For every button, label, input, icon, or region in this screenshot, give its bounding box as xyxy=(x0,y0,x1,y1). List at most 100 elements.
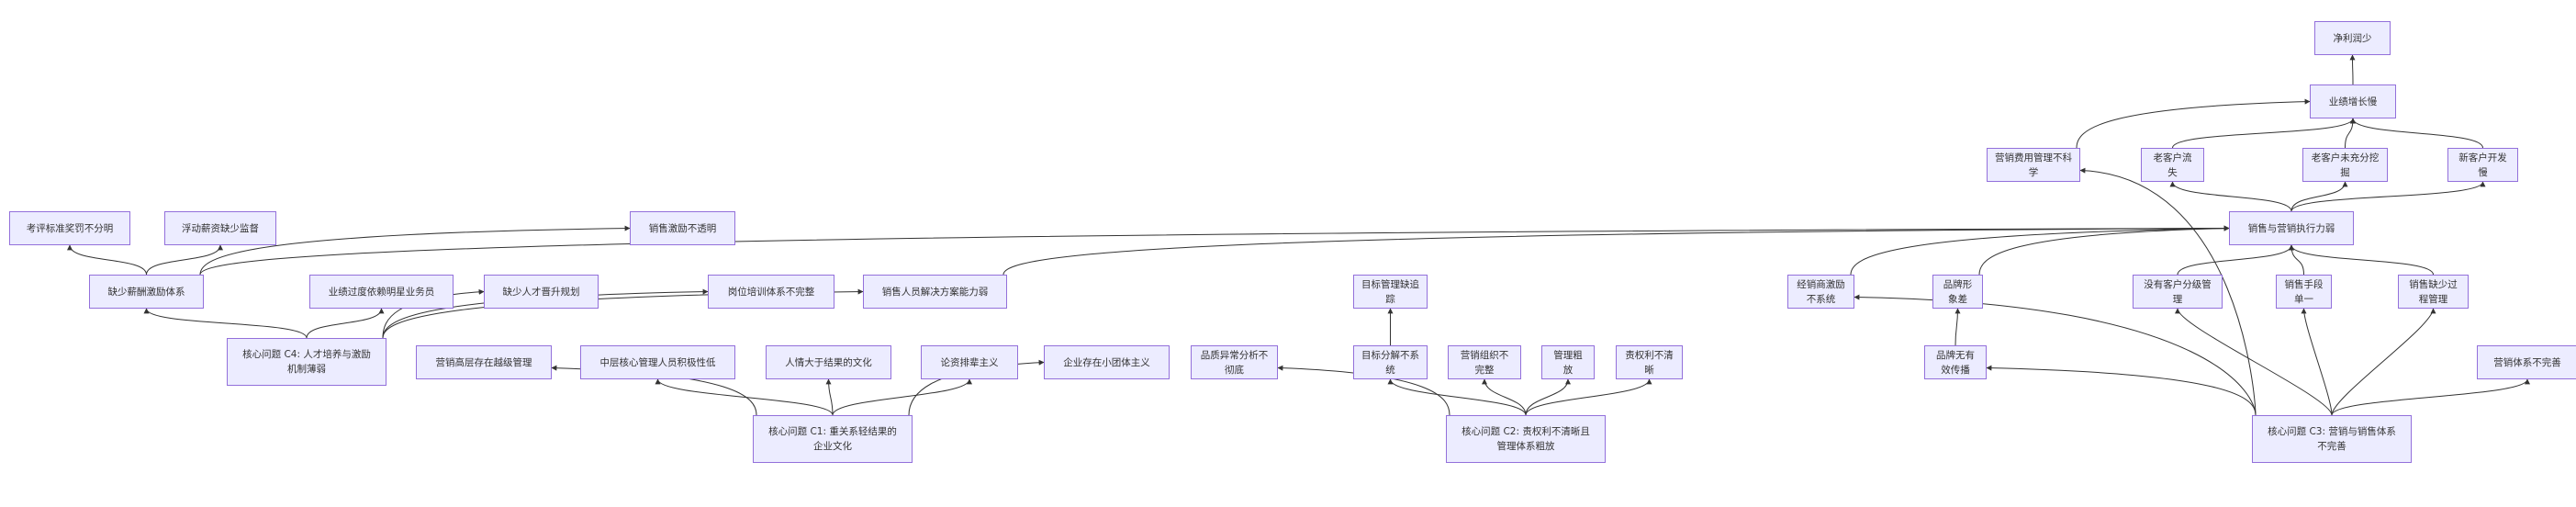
node-label: 中层核心管理人员积极性低 xyxy=(599,356,716,368)
node-label: 论资排辈主义 xyxy=(940,356,999,368)
node-rights-unclear: 责权利不清晰 xyxy=(1616,345,1683,379)
node-label: 人情大于结果的文化 xyxy=(785,356,872,368)
node-no-pay-system: 缺少薪酬激励体系 xyxy=(89,275,204,309)
edge-single-to-exec xyxy=(2289,244,2304,276)
edge-nopay-to-salesinc xyxy=(199,225,631,276)
edge-exec-to-oldlost xyxy=(2169,181,2292,212)
node-core-issue-c1: 核心问题 C1: 重关系轻结果的企业文化 xyxy=(753,415,913,463)
node-core-issue-c2: 核心问题 C2: 责权利不清晰且管理体系粗放 xyxy=(1446,415,1606,463)
edge-c4-to-solution xyxy=(382,288,864,339)
node-label: 品质异常分析不彻底 xyxy=(1200,349,1269,376)
edge-c4-to-star xyxy=(306,308,385,339)
node-growth-slow: 业绩增长慢 xyxy=(2310,84,2396,118)
node-label: 营销组织不完整 xyxy=(1460,349,1509,376)
edge-dealer-to-exec xyxy=(1850,225,2230,276)
node-label: 净利润少 xyxy=(2333,32,2372,44)
node-process-management: 销售缺少过程管理 xyxy=(2398,275,2469,309)
edge-process-to-exec xyxy=(2289,244,2434,276)
node-label: 核心问题 C4: 人才培养与激励机制薄弱 xyxy=(242,349,371,375)
node-brand-image: 品牌形象差 xyxy=(1932,275,1983,309)
node-label: 考评标准奖罚不分明 xyxy=(26,222,114,234)
edge-c3-to-dealer xyxy=(1854,294,2257,416)
edge-oldlost-to-growth xyxy=(2172,118,2356,149)
node-label: 业绩过度依赖明星业务员 xyxy=(328,286,435,298)
edge-c1-to-midmgr xyxy=(655,378,834,416)
node-sales-incentive: 销售激励不透明 xyxy=(630,211,735,245)
edge-c2-to-rough xyxy=(1525,378,1571,416)
edge-exec-to-oldmine xyxy=(2290,181,2348,212)
node-rough-management: 管理粗放 xyxy=(1541,345,1595,379)
node-favor-culture: 人情大于结果的文化 xyxy=(766,345,891,379)
edge-nopay-to-kpi xyxy=(67,244,147,276)
node-label: 目标管理缺追踪 xyxy=(1361,278,1419,305)
node-label: 目标分解不系统 xyxy=(1361,349,1419,376)
node-label: 责权利不清晰 xyxy=(1625,349,1674,376)
node-new-customer-slow: 新客户开发慢 xyxy=(2447,148,2518,182)
node-label: 管理粗放 xyxy=(1553,349,1583,376)
edge-c3-to-tier xyxy=(2175,308,2333,416)
edge-brandcomm-to-brand xyxy=(1954,308,1961,346)
node-label: 缺少薪酬激励体系 xyxy=(107,286,185,298)
node-customer-tier: 没有客户分级管理 xyxy=(2133,275,2223,309)
node-float-pay: 浮动薪资缺少监督 xyxy=(164,211,276,245)
node-solution-ability: 销售人员解决方案能力弱 xyxy=(863,275,1007,309)
node-label: 销售与营销执行力弱 xyxy=(2247,222,2335,234)
node-goal-split: 目标分解不系统 xyxy=(1353,345,1428,379)
node-label: 营销体系不完善 xyxy=(2493,356,2561,368)
node-marketing-system: 营销体系不完善 xyxy=(2477,345,2576,379)
node-core-issue-c3: 核心问题 C3: 营销与销售体系不完善 xyxy=(2252,415,2412,463)
node-label: 岗位培训体系不完整 xyxy=(727,286,815,298)
node-label: 品牌形象差 xyxy=(1943,278,1973,305)
edge-solution-to-exec xyxy=(1002,225,2230,276)
node-marketing-org: 营销组织不完整 xyxy=(1448,345,1521,379)
edge-c2-to-rights xyxy=(1525,378,1652,416)
edge-c3-to-single xyxy=(2301,308,2333,416)
node-clique: 企业存在小团体主义 xyxy=(1044,345,1170,379)
node-label: 核心问题 C2: 责权利不清晰且管理体系粗放 xyxy=(1462,426,1590,452)
node-sales-execution-weak: 销售与营销执行力弱 xyxy=(2229,211,2354,245)
edge-c3-to-mktcost xyxy=(2079,167,2257,416)
edge-exec-to-newslow xyxy=(2290,181,2486,212)
node-quality-analysis: 品质异常分析不彻底 xyxy=(1191,345,1278,379)
node-promotion-plan: 缺少人才晋升规划 xyxy=(484,275,599,309)
node-old-customer-lost: 老客户流失 xyxy=(2141,148,2204,182)
node-brand-communication: 品牌无有效传播 xyxy=(1924,345,1987,379)
edge-c1-to-favor xyxy=(825,378,834,416)
node-label: 营销高层存在越级管理 xyxy=(435,356,532,368)
node-label: 新客户开发慢 xyxy=(2458,152,2507,178)
node-label: 核心问题 C1: 重关系轻结果的企业文化 xyxy=(768,426,897,452)
node-label: 销售手段单一 xyxy=(2284,278,2324,305)
node-label: 缺少人才晋升规划 xyxy=(502,286,580,298)
node-old-customer-mining: 老客户未充分挖掘 xyxy=(2302,148,2388,182)
node-label: 核心问题 C3: 营销与销售体系不完善 xyxy=(2268,426,2396,452)
node-label: 企业存在小团体主义 xyxy=(1063,356,1150,368)
node-label: 浮动薪资缺少监督 xyxy=(182,222,259,234)
node-label: 销售缺少过程管理 xyxy=(2409,278,2458,305)
edge-c1-to-senior xyxy=(832,378,972,416)
edge-brand-to-exec xyxy=(1978,225,2230,276)
edge-c3-to-process xyxy=(2331,308,2436,416)
node-goal-tracking: 目标管理缺追踪 xyxy=(1353,275,1428,309)
node-label: 老客户未充分挖掘 xyxy=(2311,152,2380,178)
edge-newslow-to-growth xyxy=(2350,118,2483,149)
edge-growth-to-profit xyxy=(2349,54,2356,85)
node-net-profit-low: 净利润少 xyxy=(2314,21,2391,55)
edge-c3-to-brandcomm xyxy=(1986,365,2257,416)
node-label: 业绩增长慢 xyxy=(2328,96,2378,107)
node-core-issue-c4: 核心问题 C4: 人才培养与激励机制薄弱 xyxy=(227,338,386,386)
edge-nopay-to-exec xyxy=(199,225,2230,276)
node-single-method: 销售手段单一 xyxy=(2276,275,2332,309)
edge-tier-to-exec xyxy=(2177,244,2294,276)
node-label: 经销商激励不系统 xyxy=(1797,278,1845,305)
node-training: 岗位培训体系不完整 xyxy=(708,275,834,309)
node-label: 销售激励不透明 xyxy=(648,222,717,234)
node-label: 老客户流失 xyxy=(2153,152,2192,178)
edge-c3-to-mktsys xyxy=(2331,378,2530,416)
edge-c2-to-goalsplit xyxy=(1387,378,1527,416)
node-kpi-unclear: 考评标准奖罚不分明 xyxy=(9,211,130,245)
edge-mktcost-to-growth xyxy=(2076,98,2311,149)
node-label: 营销费用管理不科学 xyxy=(1995,152,2072,178)
node-label: 没有客户分级管理 xyxy=(2144,278,2212,305)
